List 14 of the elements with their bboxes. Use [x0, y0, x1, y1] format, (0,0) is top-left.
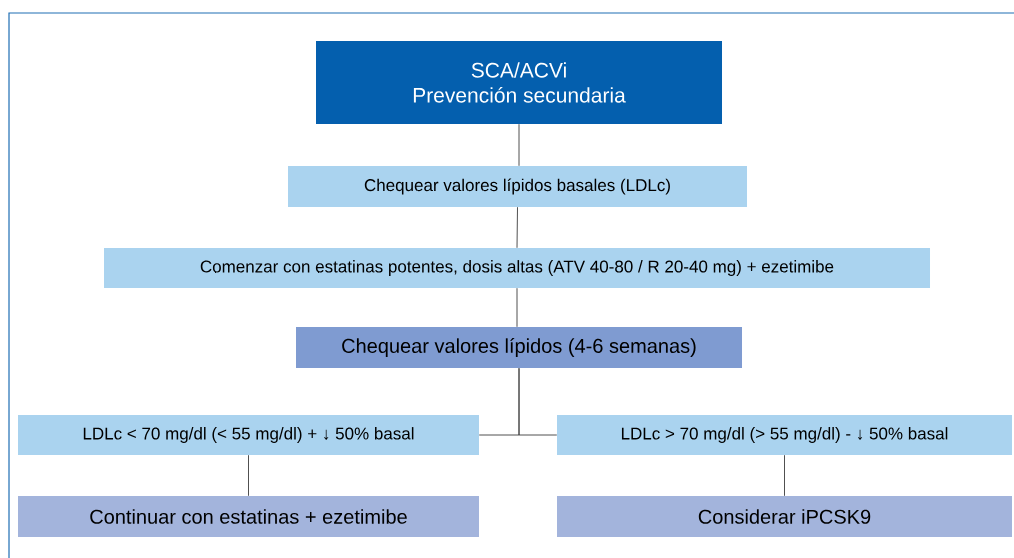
condition-box: LDLc > 70 mg/dl (> 55 mg/dl) - ↓ 50% basal: [557, 415, 1012, 455]
connector-line: [248, 454, 249, 497]
connector-line: [784, 454, 785, 497]
result-box: Continuar con estatinas + ezetimibe: [18, 496, 479, 537]
title-box: SCA/ACVi Prevención secundaria: [316, 41, 722, 124]
process-box: Chequear valores lípidos (4-6 semanas): [296, 327, 742, 368]
process-box: Comenzar con estatinas potentes, dosis altas (ATV 40-80 / R 20-40 mg) + ezetimibe: [104, 248, 930, 288]
connector-line: [518, 367, 558, 436]
result-box: Considerar iPCSK9: [557, 496, 1012, 537]
connector-line: [518, 123, 520, 167]
process-box: Chequear valores lípidos basales (LDLc): [288, 166, 747, 207]
connector-line: [516, 206, 518, 249]
connector-line: [516, 287, 518, 328]
condition-box: LDLc < 70 mg/dl (< 55 mg/dl) + ↓ 50% basal: [18, 415, 479, 455]
